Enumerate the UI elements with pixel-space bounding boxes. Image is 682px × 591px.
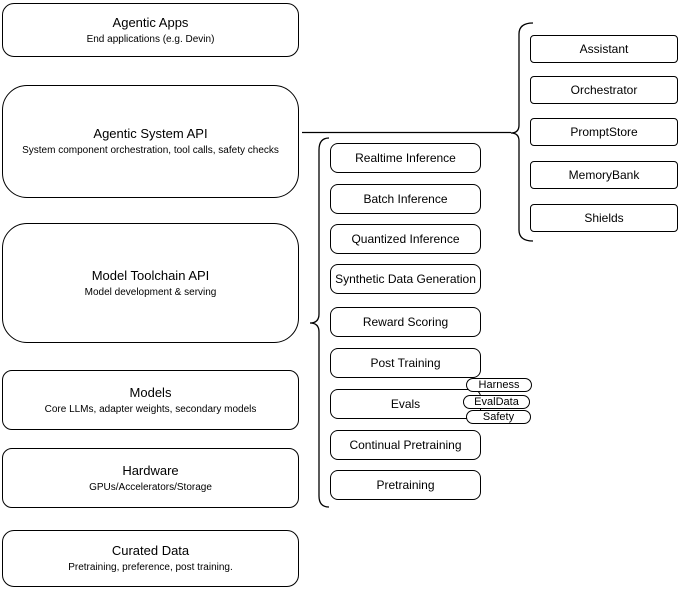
node-promptstore: PromptStore (530, 118, 678, 146)
node-synthetic-data-generation: Synthetic Data Generation (330, 264, 481, 294)
node-subtitle: End applications (e.g. Devin) (86, 33, 215, 45)
node-label: PromptStore (570, 125, 638, 139)
node-subtitle: Core LLMs, adapter weights, secondary mo… (44, 403, 257, 415)
node-label: Evals (390, 397, 421, 411)
node-label: Reward Scoring (362, 315, 449, 329)
node-agentic-system-api: Agentic System API System component orch… (2, 85, 299, 198)
node-title: Models (129, 384, 172, 400)
tag-evaldata: EvalData (463, 395, 530, 409)
node-hardware: Hardware GPUs/Accelerators/Storage (2, 448, 299, 508)
node-quantized-inference: Quantized Inference (330, 224, 481, 254)
node-subtitle: System component orchestration, tool cal… (22, 145, 279, 156)
node-subtitle: Model development & serving (84, 286, 217, 298)
node-post-training: Post Training (330, 348, 481, 378)
node-label: Synthetic Data Generation (335, 272, 476, 286)
node-label: Orchestrator (570, 83, 638, 97)
node-memorybank: MemoryBank (530, 161, 678, 189)
node-label: Pretraining (376, 478, 435, 492)
node-label: Shields (584, 211, 624, 225)
node-batch-inference: Batch Inference (330, 184, 481, 214)
toolchain-brace (309, 137, 330, 508)
node-title: Hardware (122, 462, 179, 478)
node-model-toolchain-api: Model Toolchain API Model development & … (2, 223, 299, 343)
tag-label: Safety (482, 411, 515, 423)
node-reward-scoring: Reward Scoring (330, 307, 481, 337)
node-label: Assistant (579, 42, 629, 56)
node-realtime-inference: Realtime Inference (330, 143, 481, 173)
node-evals: Evals (330, 389, 481, 419)
node-shields: Shields (530, 204, 678, 232)
node-continual-pretraining: Continual Pretraining (330, 430, 481, 460)
node-label: Batch Inference (363, 192, 448, 206)
node-label: Continual Pretraining (349, 438, 462, 452)
node-curated-data: Curated Data Pretraining, preference, po… (2, 530, 299, 587)
node-assistant: Assistant (530, 35, 678, 63)
node-pretraining: Pretraining (330, 470, 481, 500)
node-title: Model Toolchain API (91, 267, 210, 283)
node-label: MemoryBank (568, 168, 640, 182)
node-subtitle: Pretraining, preference, post training. (68, 562, 233, 573)
node-models: Models Core LLMs, adapter weights, secon… (2, 370, 299, 430)
node-label: Quantized Inference (351, 232, 460, 246)
tag-label: EvalData (474, 396, 519, 408)
node-subtitle: GPUs/Accelerators/Storage (89, 481, 212, 493)
node-orchestrator: Orchestrator (530, 76, 678, 104)
node-title: Agentic System API (93, 126, 208, 141)
node-title: Agentic Apps (112, 14, 189, 30)
tag-label: Harness (478, 379, 520, 391)
tag-safety: Safety (466, 410, 531, 424)
node-label: Realtime Inference (355, 151, 456, 165)
node-title: Curated Data (111, 543, 190, 558)
tag-harness: Harness (466, 378, 532, 392)
node-agentic-apps: Agentic Apps End applications (e.g. Devi… (2, 3, 299, 57)
node-label: Post Training (370, 356, 441, 370)
